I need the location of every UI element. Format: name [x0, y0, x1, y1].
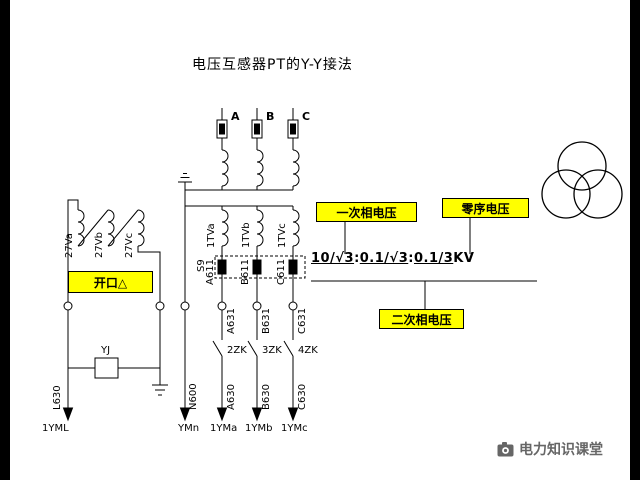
- delta-winding-c-label: 27Vc: [124, 232, 135, 258]
- wire-label-b630: B630: [261, 384, 272, 410]
- left-border-bar: [0, 0, 10, 480]
- switch-3zk-icon: [247, 340, 258, 357]
- wire-label-b611: B611: [240, 259, 251, 285]
- bus-label-1yma: 1YMa: [210, 423, 238, 434]
- fuse-b-icon: [251, 119, 263, 139]
- phase-b-label: B: [266, 110, 275, 123]
- open-delta-circuit: [62, 199, 168, 422]
- delta-winding-a-icon: [77, 209, 85, 247]
- wire-label-a611: A611: [205, 259, 216, 285]
- bus-label-1ymb: 1YMb: [245, 423, 273, 434]
- switch-3zk-label: 3ZK: [262, 345, 282, 356]
- wire-label-c630: C630: [297, 383, 308, 410]
- relay-yj-label: YJ: [101, 345, 111, 356]
- bus-label-1yml: 1YML: [42, 423, 69, 434]
- phase-a-label: A: [231, 110, 240, 123]
- delta-winding-b-icon: [107, 209, 115, 247]
- test-terminal-c-icon: [288, 301, 298, 311]
- relay-yj-box: [94, 357, 119, 379]
- ratio-separator-2: :: [408, 251, 414, 266]
- terminal-block-c-icon: [288, 259, 298, 275]
- switch-4zk-icon: [283, 340, 294, 357]
- phase-c-wire: [283, 108, 300, 422]
- wire-label-c611: C611: [276, 258, 287, 285]
- ground-bottom-icon: [152, 384, 168, 396]
- bus-label-1ymc: 1YMc: [281, 423, 308, 434]
- phase-c-label: C: [302, 110, 311, 123]
- terminal-strip-dashed-box: [214, 255, 306, 279]
- wire-label-b631: B631: [261, 308, 272, 334]
- test-terminal-b-icon: [252, 301, 262, 311]
- terminal-block-b-icon: [252, 259, 262, 275]
- switch-2zk-icon: [212, 340, 223, 357]
- primary-winding-c-icon: [292, 149, 300, 187]
- page-title: 电压互感器PT的Y-Y接法: [192, 57, 353, 73]
- bus-arrow-n-icon: [179, 407, 191, 422]
- bus-arrow-delta-icon: [62, 407, 74, 422]
- ratio-unit: KV: [453, 251, 475, 266]
- secondary-winding-a-icon: [221, 209, 229, 247]
- wire-label-l630: L630: [52, 385, 63, 410]
- test-terminal-delta-icon: [63, 301, 73, 311]
- wire-label-c631: C631: [297, 307, 308, 334]
- camera-logo-icon: [497, 441, 514, 456]
- switch-4zk-label: 4ZK: [298, 345, 318, 356]
- wire-label-n600: N600: [188, 383, 199, 410]
- bus-label-ymn: YMn: [178, 423, 200, 434]
- ratio-formula: 10/√3:0.1/√3:0.1/3KV: [311, 251, 474, 266]
- right-border-bar: [630, 0, 640, 480]
- secondary-winding-c-icon: [292, 209, 300, 247]
- secondary-winding-b-icon: [256, 209, 264, 247]
- secondary-winding-a-label: 1TVa: [206, 223, 217, 248]
- ratio-separator-1: :: [354, 251, 360, 266]
- phase-a-wire: [212, 108, 229, 422]
- ratio-zero-sequence: 0.1/3: [413, 251, 454, 266]
- ground-top-icon: [178, 173, 192, 190]
- test-terminal-a-icon: [217, 301, 227, 311]
- neutral-wire: [178, 173, 293, 422]
- secondary-winding-b-label: 1TVb: [241, 222, 252, 248]
- secondary-winding-c-label: 1TVc: [277, 223, 288, 248]
- bus-arrow-a-icon: [216, 407, 228, 422]
- delta-winding-b-label: 27Vb: [94, 232, 105, 258]
- wire-label-a630: A630: [226, 384, 237, 410]
- test-terminal-gnd-icon: [155, 301, 165, 311]
- wire-label-a631: A631: [226, 308, 237, 334]
- phase-b-wire: [247, 108, 264, 422]
- fuse-c-icon: [287, 119, 299, 139]
- callout-primary-phase-voltage: 一次相电压: [316, 202, 417, 222]
- primary-winding-a-icon: [221, 149, 229, 187]
- delta-winding-a-label: 27Va: [64, 233, 75, 258]
- bus-arrow-c-icon: [287, 407, 299, 422]
- primary-winding-b-icon: [256, 149, 264, 187]
- callout-secondary-phase-voltage: 二次相电压: [379, 309, 464, 329]
- bus-arrow-b-icon: [251, 407, 263, 422]
- watermark: 电力知识课堂: [497, 439, 603, 459]
- callout-zero-sequence-voltage: 零序电压: [442, 198, 529, 218]
- terminal-block-a-icon: [217, 259, 227, 275]
- callout-open-delta: 开口△: [68, 271, 153, 293]
- switch-2zk-label: 2ZK: [227, 345, 247, 356]
- ratio-primary: 10/√3: [311, 251, 355, 266]
- transformer-symbol-icon: [541, 141, 623, 219]
- callout-connectors: [311, 218, 537, 309]
- fuse-a-icon: [216, 119, 228, 139]
- delta-winding-c-icon: [137, 209, 145, 247]
- ratio-secondary: 0.1/√3: [359, 251, 409, 266]
- test-terminal-n-icon: [180, 301, 190, 311]
- watermark-text: 电力知识课堂: [519, 442, 603, 458]
